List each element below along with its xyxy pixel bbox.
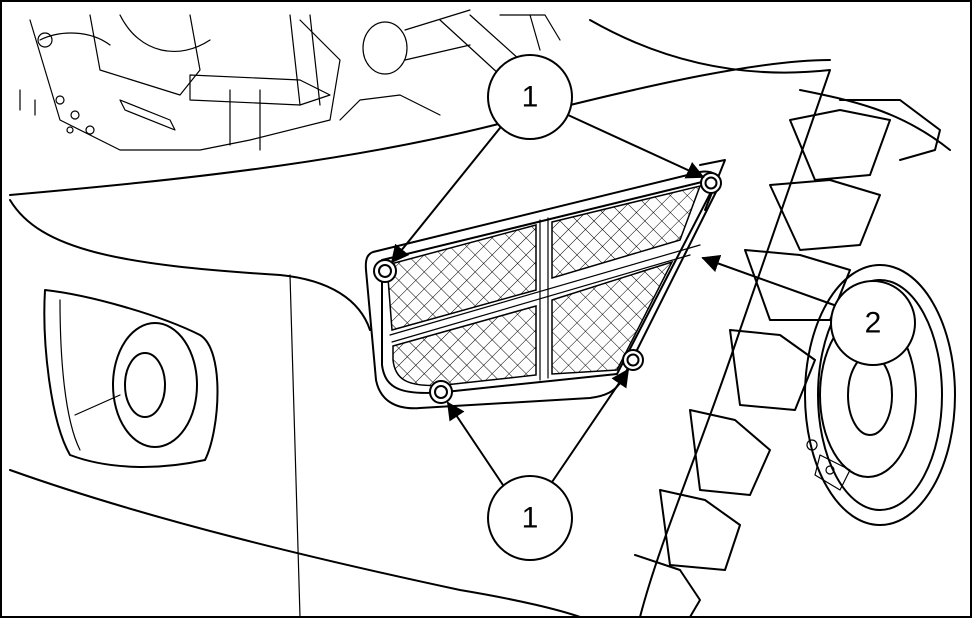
leader-arrow — [701, 254, 835, 306]
grille-cover — [364, 170, 720, 410]
callout-label: 1 — [522, 81, 539, 114]
bolt-top-left — [373, 259, 397, 283]
machine-body — [9, 19, 831, 618]
callout-top: 1 — [487, 54, 573, 140]
callout-label: 1 — [522, 502, 539, 535]
engine-compartment — [19, 9, 561, 151]
callout-bottom: 1 — [487, 475, 573, 561]
leader-arrow — [390, 127, 501, 264]
leader-arrow — [567, 114, 705, 179]
leader-arrow — [549, 368, 630, 486]
rear-tire — [634, 89, 956, 618]
callout-label: 2 — [865, 307, 882, 340]
bolt-top-right — [700, 172, 722, 194]
mounting-bolts — [373, 172, 722, 404]
leader-arrow — [446, 401, 506, 489]
leader-arrows — [390, 114, 835, 489]
callout-right: 2 — [830, 280, 916, 366]
bolt-bottom-right — [622, 349, 644, 371]
bolt-bottom-left — [429, 380, 453, 404]
